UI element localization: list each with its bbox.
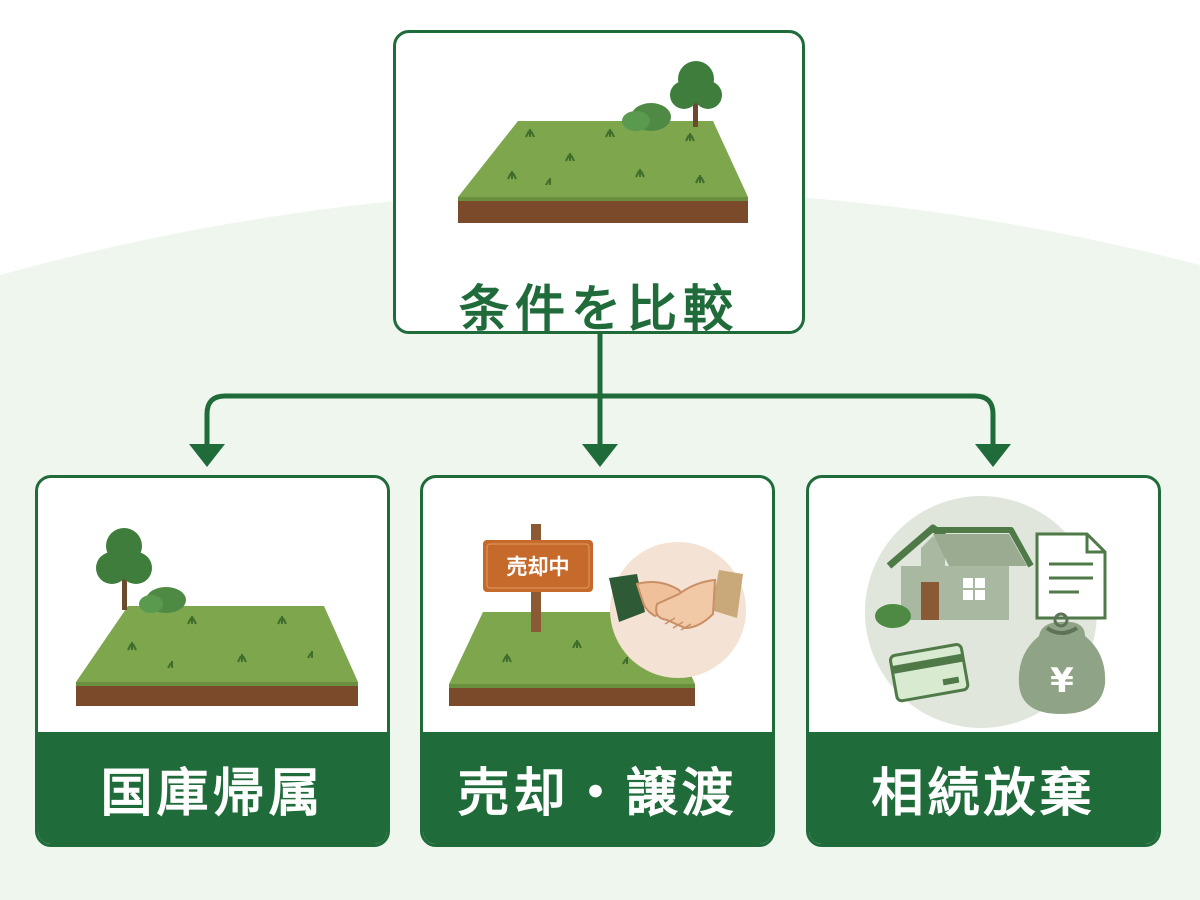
house-window bbox=[963, 578, 985, 600]
option-card-sale-transfer: 売却中 売却・譲渡 bbox=[420, 475, 775, 847]
connector-arrows bbox=[204, 334, 996, 446]
land-with-trees-icon bbox=[458, 61, 748, 223]
house-body bbox=[901, 566, 1009, 620]
document-icon bbox=[1035, 532, 1107, 620]
house-door bbox=[921, 582, 939, 620]
compare-conditions-box: 条件を比較 bbox=[393, 30, 805, 334]
arrow-head-right bbox=[975, 444, 1011, 467]
yen-symbol: ¥ bbox=[1050, 661, 1074, 701]
sleeve-left bbox=[609, 574, 645, 622]
top-title: 条件を比較 bbox=[459, 280, 739, 334]
option-label: 売却・譲渡 bbox=[423, 732, 772, 844]
option-label: 相続放棄 bbox=[809, 732, 1158, 844]
sleeve-right bbox=[711, 570, 743, 618]
land-for-sale-handshake-icon: 売却中 bbox=[449, 524, 746, 706]
arrow-head-left bbox=[189, 444, 225, 467]
land-with-trees-icon bbox=[76, 528, 358, 706]
house-money-document-icon: ¥ bbox=[865, 496, 1107, 728]
option-card-inheritance-renunciation: ¥ 相続放棄 bbox=[806, 475, 1161, 847]
for-sale-sign-text: 売却中 bbox=[507, 555, 570, 579]
hand-right bbox=[655, 578, 717, 630]
arrow-head-center bbox=[582, 444, 618, 467]
for-sale-sign bbox=[483, 540, 593, 592]
option-card-national-treasury: 国庫帰属 bbox=[35, 475, 390, 847]
credit-card-icon bbox=[888, 643, 970, 703]
money-bag-icon: ¥ bbox=[1018, 612, 1106, 714]
option-label: 国庫帰属 bbox=[38, 732, 387, 844]
